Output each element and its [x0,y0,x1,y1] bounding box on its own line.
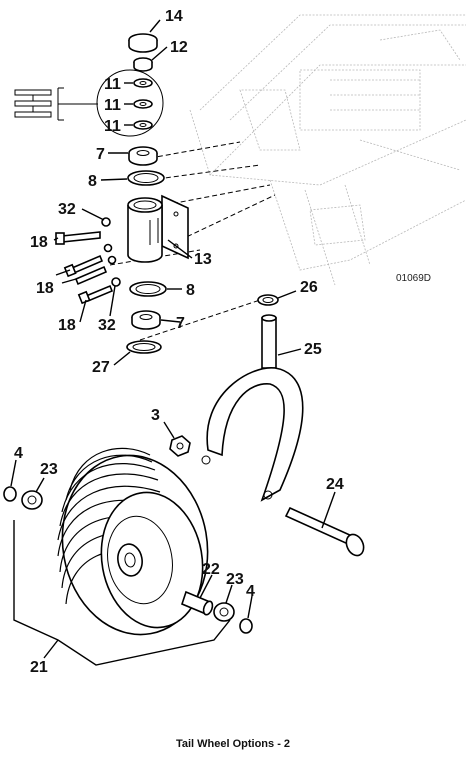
caster-housing-13 [127,194,189,263]
callout-13: 13 [194,251,212,268]
callout-25: 25 [304,341,322,358]
spacer-side-view-icon [14,89,52,118]
callout-22: 22 [202,561,220,578]
callout-7-lower: 7 [176,315,185,332]
figure-caption: Tail Wheel Options - 2 [175,738,291,750]
callout-32-upper: 32 [58,201,76,218]
seal-8-lower [129,281,167,297]
assembly-bracket-21 [13,520,231,666]
bushing-23-left [21,490,43,510]
cap-4-left [3,486,17,502]
spacer-11-top [133,78,153,88]
callout-14: 14 [165,8,183,25]
mower-frame-outline [189,14,466,286]
callout-32-lower: 32 [98,317,116,334]
seal-8-upper [127,170,165,186]
tail-wheel-21 [57,447,209,636]
callout-18-lower: 18 [58,317,76,334]
drawing-number: 01069D [396,273,431,284]
callout-21: 21 [30,659,48,676]
callout-11-top: 11 [104,76,121,93]
callout-8-upper: 8 [88,173,97,190]
callout-7-upper: 7 [96,146,105,163]
callout-18-middle: 18 [36,280,54,297]
spacer-inset [14,69,164,137]
callout-4-left: 4 [14,445,23,462]
bushing-23-right [213,602,235,622]
callout-27: 27 [92,359,110,376]
bolt-18-c [74,265,108,286]
callout-23-left: 23 [40,461,58,478]
callout-3: 3 [151,407,160,424]
bearing-7-upper [128,146,158,166]
bolt-18-a [55,231,101,245]
callout-11-bottom: 11 [104,118,121,135]
washer-icon [107,255,117,265]
cap-4-right [239,618,253,634]
bearing-7-lower [131,310,161,330]
washer-icon [103,243,113,253]
callout-12: 12 [170,39,188,56]
caster-fork-25 [201,314,304,502]
callout-23-right: 23 [226,571,244,588]
washer-26 [257,294,279,306]
spacer-11-middle [133,99,153,109]
dust-cap-14 [128,33,158,53]
spacer-tube-22 [181,590,214,616]
callout-18-upper: 18 [30,234,48,251]
callout-11-middle: 11 [104,97,121,114]
spacer-11-bottom [133,120,153,130]
bolt-18-d [77,284,114,305]
nut-32-b [111,277,121,287]
axle-bolt-24 [284,506,365,557]
seal-27 [126,340,162,354]
callout-26: 26 [300,279,318,296]
locknut-3 [169,435,191,457]
callout-4-right: 4 [246,583,255,600]
callout-24: 24 [326,476,344,493]
nut-12 [133,57,153,72]
callout-8-lower: 8 [186,282,195,299]
callout-labels: 14 12 11 11 11 7 8 32 18 13 18 8 18 32 7… [14,8,344,676]
leader-lines [10,19,336,659]
